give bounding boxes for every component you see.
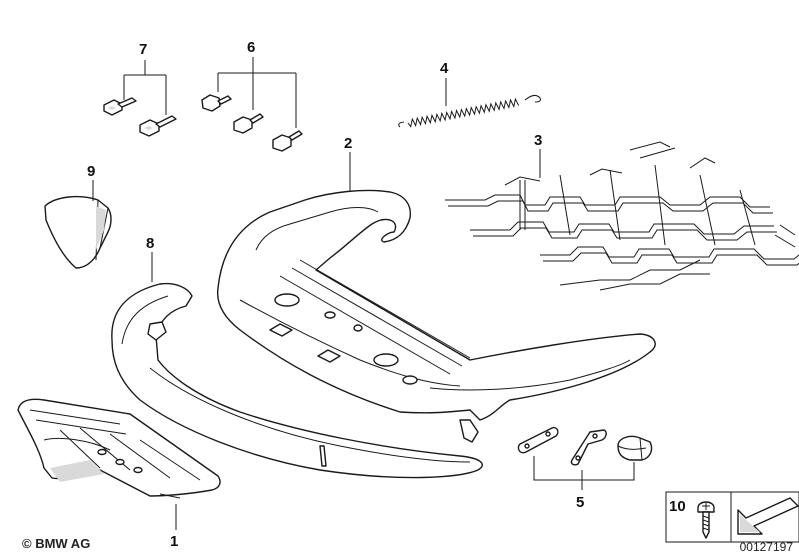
leader-6 — [217, 57, 297, 128]
bracket-5-left[interactable] — [517, 426, 559, 454]
screw-7-right[interactable] — [139, 115, 177, 137]
callout-3: 3 — [534, 132, 542, 149]
seat-pan-2[interactable] — [216, 189, 656, 443]
diagram-id-label: 00127197 — [739, 540, 793, 554]
front-trim-8[interactable] — [111, 282, 483, 479]
bolt-6-a[interactable] — [201, 94, 232, 112]
base-plate-1[interactable] — [17, 398, 221, 499]
callout-8: 8 — [146, 235, 154, 252]
screw-10[interactable] — [697, 501, 715, 539]
bolt-6-b[interactable] — [233, 113, 264, 134]
leader-5 — [533, 456, 635, 490]
bracket-5-middle[interactable] — [570, 429, 607, 466]
spring-mat-3[interactable] — [445, 141, 799, 291]
tension-spring-4[interactable] — [398, 94, 541, 128]
callout-9: 9 — [87, 163, 95, 180]
callout-10: 10 — [669, 498, 686, 515]
leader-7 — [123, 60, 167, 115]
callout-2: 2 — [344, 135, 352, 152]
direction-arrow-icon — [737, 497, 799, 535]
copyright-label: © BMW AG — [22, 536, 91, 551]
callout-5: 5 — [576, 494, 584, 511]
bolt-6-c[interactable] — [272, 130, 303, 152]
screw-7-left[interactable] — [103, 97, 137, 116]
callout-1: 1 — [170, 533, 178, 550]
callout-4: 4 — [440, 60, 449, 77]
clip-5-right[interactable] — [617, 435, 653, 461]
callout-7: 7 — [139, 41, 147, 58]
callout-6: 6 — [247, 39, 255, 56]
inset-box-10 — [665, 491, 799, 543]
cover-cap-9[interactable] — [44, 195, 112, 269]
